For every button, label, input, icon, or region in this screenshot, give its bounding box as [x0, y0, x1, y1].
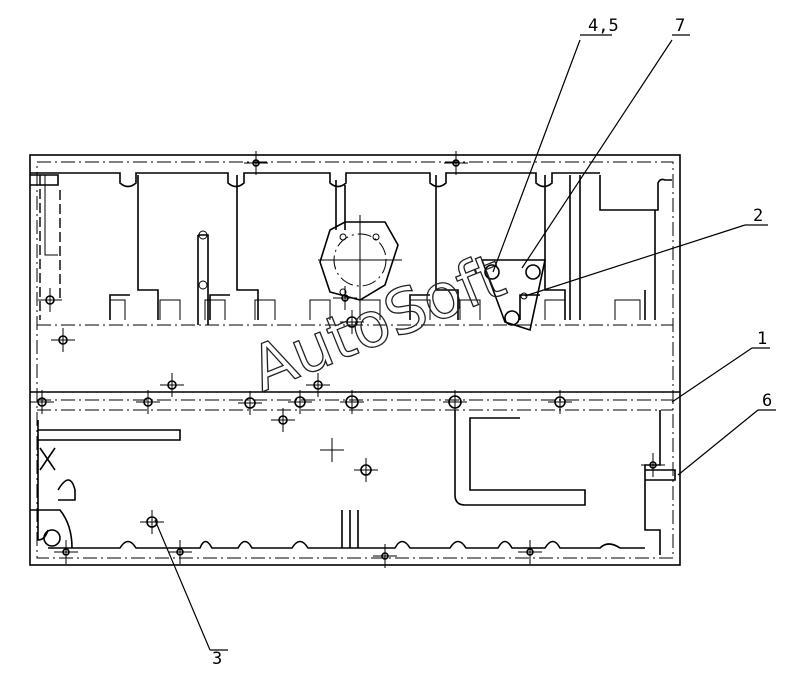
callout-7: 7	[675, 16, 685, 36]
bolt-hole	[168, 540, 192, 564]
watermark: AutoSoft	[240, 238, 514, 405]
bolt-hole	[306, 373, 330, 397]
bolt-hole	[641, 453, 665, 477]
bolt-hole	[354, 458, 378, 482]
block-outline	[29, 154, 681, 566]
mounting-triangle	[480, 259, 546, 332]
bolt-hole	[443, 390, 467, 414]
bolt-hole	[238, 391, 262, 415]
callout-3: 3	[212, 649, 222, 669]
lower-section	[30, 410, 676, 555]
bolt-hole	[320, 438, 344, 462]
callout-1: 1	[757, 329, 767, 349]
bolt-hole	[340, 390, 364, 414]
bolt-hole	[51, 328, 75, 352]
bolt-hole	[288, 390, 312, 414]
leader-lines	[154, 34, 776, 651]
callout-6: 6	[762, 391, 772, 411]
bolt-hole	[38, 288, 62, 312]
bolt-hole	[548, 390, 572, 414]
bolt-hole	[244, 151, 268, 175]
bolt-holes	[30, 151, 665, 568]
cylinder-bays	[30, 174, 672, 320]
bolt-hole	[271, 408, 295, 432]
bolt-hole	[160, 373, 184, 397]
callout-2: 2	[753, 206, 763, 226]
callout-4-5: 4,5	[588, 16, 619, 36]
bolt-hole	[136, 390, 160, 414]
boss-plate	[318, 215, 402, 305]
bolt-hole	[30, 390, 54, 414]
bolt-hole	[373, 544, 397, 568]
bolt-hole	[140, 510, 164, 534]
left-bracket	[197, 230, 209, 325]
bolt-hole	[518, 540, 542, 564]
bolt-hole	[444, 151, 468, 175]
bolt-hole	[54, 540, 78, 564]
bolt-hole	[333, 286, 357, 310]
bolt-hole	[340, 310, 364, 334]
